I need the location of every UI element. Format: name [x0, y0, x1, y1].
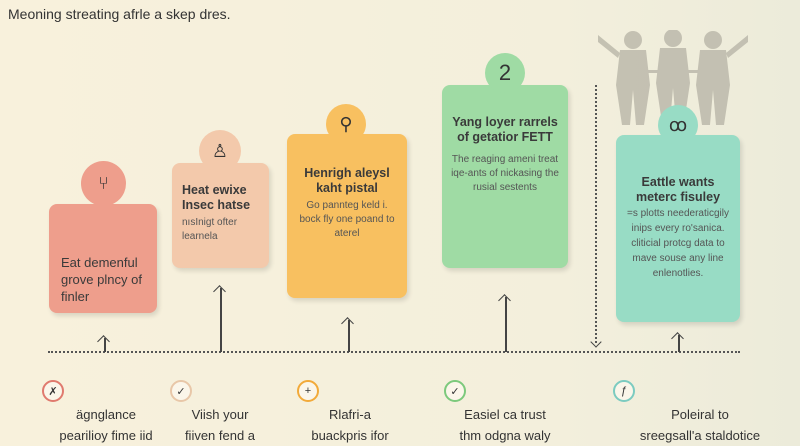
card-body: nısInigt ofter learnela	[182, 217, 238, 242]
lamp-icon: ⚲	[326, 104, 366, 144]
plus-icon: +	[297, 380, 319, 402]
people-silhouette-icon	[598, 30, 748, 125]
card-heading: Heat ewixe Insec hatse	[182, 183, 251, 212]
arrow-up-icon	[505, 297, 507, 352]
arrow-up-icon	[220, 288, 222, 352]
step-marker-icon: ✗	[42, 380, 64, 402]
label-line: Easiel ca trust	[464, 407, 546, 422]
timeline-dotted-line	[48, 351, 740, 353]
check-icon: ✓	[170, 380, 192, 402]
step-card-2: Heat ewixe Insec hatse nısInigt ofter le…	[172, 163, 269, 268]
card-body: =s plotts neederaticgily inips every ro'…	[626, 208, 729, 279]
label-line: pearilioy fime iid	[59, 428, 153, 443]
card-heading: Yang loyer rarrels of getatior FETT	[452, 115, 558, 144]
step-card-3: Henrigh aleysl kaht pistal Go pannteg ke…	[287, 134, 407, 298]
function-icon: ƒ	[613, 380, 635, 402]
step-label-2: Viish your fiiven fend a	[150, 404, 290, 446]
step-card-5: Eattle wants meterc fisuley =s plotts ne…	[616, 135, 740, 322]
label-line: sreegsall'a staldotice	[639, 428, 761, 443]
label-line: fiiven fend a	[184, 428, 256, 443]
arrow-up-icon	[104, 338, 106, 352]
step-label-3: Rlafri-a buackpris ifor	[280, 404, 420, 446]
label-line: Rlafri-a	[329, 407, 371, 422]
label-line: ägnglance	[76, 407, 136, 422]
label-line: buackpris ifor	[311, 428, 389, 443]
chair-icon: ⑂	[81, 161, 126, 206]
card-heading: Eattle wants meterc fisuley	[635, 175, 721, 204]
person-pin-icon: ♙	[199, 130, 241, 172]
step-card-1: Eat demenful grove plncy of finler	[49, 204, 157, 313]
page-title: Meoning streating afrle a skep dres.	[8, 6, 231, 22]
ribbon-icon: ꝏ	[658, 105, 698, 145]
step-card-4: Yang loyer rarrels of getatior FETT The …	[442, 85, 568, 268]
card-heading: Eat demenful grove plncy of finler	[61, 255, 142, 304]
arrow-up-icon	[348, 320, 350, 352]
label-line: thm odgna waly	[459, 428, 551, 443]
step-label-4: Easiel ca trust thm odgna waly	[435, 404, 575, 446]
arrow-up-icon	[678, 335, 680, 352]
card-heading: Henrigh aleysl kaht pistal	[304, 166, 390, 195]
card-body: The reaging ameni treat iqe-ants of nick…	[451, 154, 559, 193]
label-line: Poleiral to	[671, 407, 729, 422]
step-label-1: ägnglance pearilioy fime iid	[36, 404, 176, 446]
label-line: Viish your	[191, 407, 249, 422]
number-two-icon: 2	[485, 53, 525, 93]
step-label-5: Poleiral to sreegsall'a staldotice	[620, 404, 780, 446]
check-icon: ✓	[444, 380, 466, 402]
divider-dotted-vertical	[595, 85, 597, 343]
card-body: Go pannteg keld i. bock fly one poand to…	[299, 200, 395, 239]
